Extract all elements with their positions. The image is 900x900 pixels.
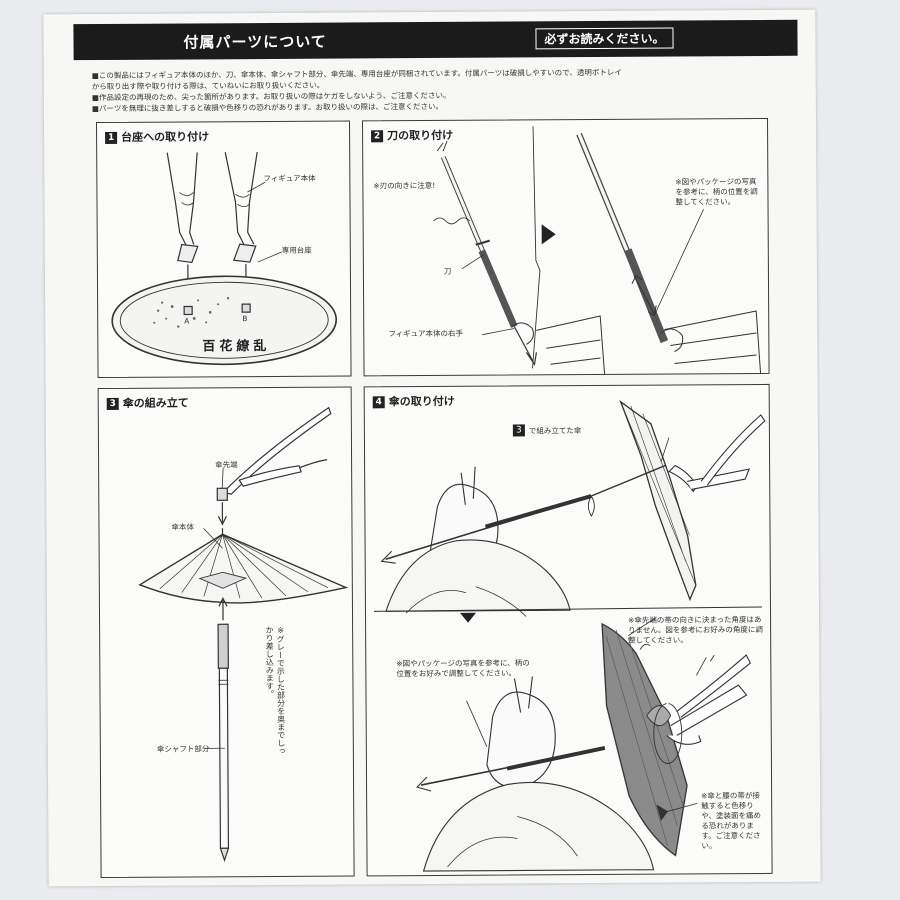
- label-sword: 刀: [443, 266, 452, 276]
- label-right-hand: フィギュア本体の右手: [388, 328, 464, 339]
- step-reference: 3: [512, 424, 525, 437]
- instruction-sheet: 付属パーツについて 必ずお読みください。 ■この製品にはフィギュア本体のほか、刀…: [43, 9, 821, 887]
- label-figure: フィギュア本体: [263, 173, 316, 184]
- sword-attachment-illustration: [433, 126, 762, 374]
- umbrella-assembly-illustration: [138, 406, 349, 863]
- label-insert-note: ※グレーで示した部分を奥までしっかり差し込みます。: [265, 625, 286, 755]
- label-assembled-text: で組み立てた傘: [528, 426, 582, 436]
- header-title: 付属パーツについて: [183, 32, 327, 52]
- peg-label-b: B: [242, 314, 248, 324]
- label-adjust-handle: ※図やパッケージの写真を参考に、柄の位置を調整してください。: [675, 177, 758, 207]
- label-handle-note: ※図やパッケージの写真を参考に、柄の位置をお好みで調整してください。: [396, 658, 530, 679]
- peg-label-a: A: [184, 316, 190, 326]
- label-tip: 傘先端: [215, 460, 238, 470]
- header-bar: 付属パーツについて 必ずお読みください。: [73, 19, 798, 61]
- label-angle-note: ※傘先端の帯の向きに決まった角度はありません。図を参考にお好みの角度に調整してく…: [628, 614, 763, 645]
- must-read-badge: 必ずお読みください。: [535, 27, 674, 50]
- umbrella-attachment-illustration: [373, 400, 766, 872]
- label-color-transfer-note: ※傘と腰の帯が接触すると色移りや、塗装面を痛める恐れがあります。ご注意ください。: [701, 791, 762, 851]
- label-shaft: 傘シャフト部分: [156, 744, 210, 754]
- label-blade-direction: ※刃の向きに注意!: [373, 180, 436, 191]
- base-attachment-illustration: [111, 151, 338, 366]
- label-base: 専用台座: [281, 245, 312, 255]
- label-canopy: 傘本体: [171, 522, 195, 532]
- base-logo: 百花繚乱: [202, 338, 271, 355]
- notes-block: ■この製品にはフィギュア本体のほか、刀、傘本体、傘シャフト部分、傘先端、専用台座…: [92, 66, 792, 114]
